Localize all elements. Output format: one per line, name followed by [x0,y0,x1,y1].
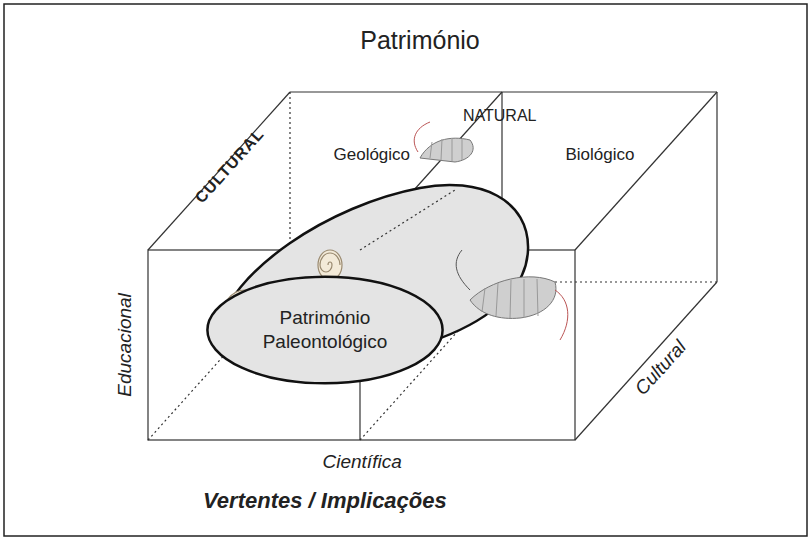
axis-label: CULTURAL [192,125,269,207]
ellipse-node: Património Paleontológico [205,275,445,385]
title: Património [360,26,480,55]
axis-label: Vertentes / Implicações [203,488,447,513]
node-text-group: Património Paleontológico [251,306,400,354]
axis-label: Educacional [114,293,136,397]
axis-label: Geológico [334,145,411,165]
node-text: Património Paleontológico [251,306,400,354]
axis-label: NATURAL [463,107,537,125]
axis-label: Biológico [566,145,635,165]
axis-label: Científica [323,451,402,473]
ellipse-outline [205,275,445,385]
trilobite [414,122,568,340]
